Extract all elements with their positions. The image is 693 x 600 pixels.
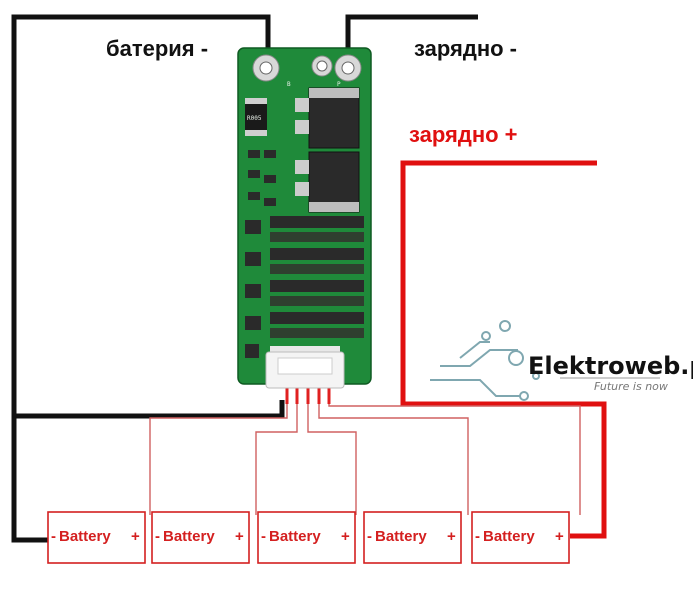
resistor-code: R005 (247, 115, 262, 122)
battery-3: - Battery + (257, 511, 356, 564)
circuit-logo-icon (430, 320, 540, 401)
battery-2: - Battery + (151, 511, 250, 564)
charger-minus-label: зарядно - (414, 36, 517, 61)
battery-1-plus: + (131, 528, 140, 545)
watermark: Elektroweb.pl Future is now (430, 320, 693, 401)
battery-5-plus: + (555, 528, 564, 545)
brand-name: Elektroweb.pl (528, 352, 693, 380)
battery-pack: - Battery + - Battery + - Battery + - Ba… (47, 511, 570, 564)
battery-3-plus: + (341, 528, 350, 545)
battery-2-plus: + (235, 528, 244, 545)
battery-5: - Battery + (471, 511, 570, 564)
battery-5-minus: - (475, 528, 480, 545)
board-bottom-wire (14, 400, 285, 419)
battery-4: - Battery + (363, 511, 462, 564)
battery-4-plus: + (447, 528, 456, 545)
battery-4-label: Battery (375, 528, 427, 545)
battery-1-label: Battery (59, 528, 111, 545)
balance-wires (149, 402, 581, 515)
battery-negative-wire (11, 14, 271, 543)
battery-3-label: Battery (269, 528, 321, 545)
battery-4-minus: - (367, 528, 372, 545)
battery-1: - Battery + (47, 511, 146, 564)
charger-plus-label: зарядно + (409, 122, 518, 147)
battery-minus-label: батерия - (106, 36, 208, 61)
battery-5-label: Battery (483, 528, 535, 545)
shunt-resistor: R005 (245, 98, 267, 136)
battery-1-minus: - (51, 528, 56, 545)
pad-b-label: B (287, 81, 291, 88)
pad-p-label: P (337, 81, 341, 88)
battery-2-minus: - (155, 528, 160, 545)
brand-tagline: Future is now (594, 380, 668, 393)
battery-2-label: Battery (163, 528, 215, 545)
mosfet-top (295, 87, 360, 149)
ic-rows (245, 216, 364, 358)
smd-components (248, 150, 276, 206)
pad-b (252, 54, 280, 82)
charger-positive-wire (400, 160, 607, 539)
battery-3-minus: - (261, 528, 266, 545)
pad-p-left (311, 55, 333, 77)
bms-board: B P R005 (237, 47, 372, 389)
balance-connector (265, 346, 345, 389)
connector-wires (285, 388, 331, 404)
mosfet-bottom (295, 151, 360, 213)
pad-p (334, 54, 362, 82)
